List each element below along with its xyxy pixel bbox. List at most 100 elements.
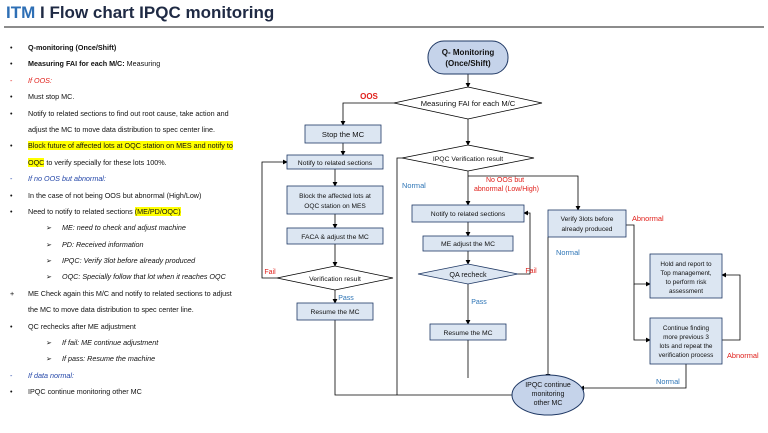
- bullet-item: • In the case of not being OOS but abnorm…: [10, 191, 282, 207]
- bullet-text: adjust the MC to move data distribution …: [28, 124, 215, 134]
- bullet-text: OQC: Specially follow that lot when it r…: [62, 272, 226, 282]
- resume-mid-label: Resume the MC: [443, 330, 492, 337]
- me-adjust-box: [422, 235, 514, 252]
- verify-3lots-line1: Verify 3lots before: [561, 216, 614, 223]
- bullet-text: Need to notify to related sections (ME/P…: [28, 206, 181, 216]
- bullet-item: •Block future of affected lots at OQC st…: [10, 141, 282, 157]
- bullet-text: ME: need to check and adjust machine: [62, 223, 186, 233]
- measure-decision-label: Measuring FAI for each M/C: [421, 99, 516, 108]
- bullet-marker: •: [10, 206, 13, 216]
- bullet-rest-text: Need to notify to related sections: [28, 206, 135, 216]
- bullet-marker: +: [10, 288, 15, 298]
- continue-finding-line4: verification process: [659, 352, 714, 359]
- bullet-item: ➢ PD: Received information: [10, 240, 282, 256]
- bullet-text: If pass: Resume the machine: [62, 354, 156, 364]
- fail-left-label: Fail: [264, 269, 276, 276]
- bullet-item: ➢ OQC: Specially follow that lot when it …: [10, 272, 282, 288]
- verify-3lots-box: [547, 209, 627, 238]
- bullet-item: •QC rechecks after ME adjustment: [10, 322, 282, 338]
- bullet-marker: ➢: [46, 239, 53, 249]
- title-text: Flow chart IPQC monitoring: [49, 3, 275, 22]
- stop-mc-box: [304, 124, 382, 144]
- bullet-text: Notify to related sections to find out r…: [28, 108, 229, 118]
- verification-left-label: Verification result: [309, 276, 361, 283]
- continue-finding-line3: lots and repeat the: [660, 343, 713, 350]
- resume-left-box: [296, 302, 374, 321]
- bullet-item: the MC to move data distribution to spec…: [10, 305, 282, 321]
- bullet-text: In the case of not being OOS but abnorma…: [28, 190, 202, 200]
- bullet-marker: -: [10, 75, 13, 85]
- bullet-text: PD: Received information: [62, 239, 144, 249]
- hold-report-line3: to perform risk: [666, 279, 708, 286]
- bullet-rest-text: to verify specially for these lots 100%.: [44, 157, 167, 167]
- page-title: ITM I Flow chart IPQC monitoring: [6, 3, 274, 23]
- bullet-marker: •: [10, 387, 13, 397]
- pass-mid-label: Pass: [471, 299, 487, 306]
- notify-mid-box: [411, 204, 525, 223]
- bullet-highlight-text: (ME/PD/OQC): [134, 206, 181, 216]
- bullet-marker: •: [10, 108, 13, 118]
- start-node-line1: Q- Monitoring: [442, 48, 495, 57]
- faca-label: FACA & adjust the MC: [301, 234, 369, 241]
- qa-recheck-decision: [417, 263, 519, 285]
- bullet-item: OQC to verify specially for these lots 1…: [10, 157, 282, 174]
- end-node: [511, 374, 585, 416]
- bullet-marker: ➢: [46, 338, 53, 348]
- resume-mid-box: [429, 323, 507, 341]
- bullet-text: IPQC: Verify 3lot before already produce…: [62, 256, 196, 266]
- brand-label: ITM: [6, 3, 36, 22]
- bullet-item: •Measuring FAI for each M/C: Measuring: [10, 59, 282, 75]
- bullet-text: If data normal:: [28, 370, 74, 380]
- stop-mc-label: Stop the MC: [322, 130, 365, 139]
- start-node: [427, 40, 509, 75]
- end-node-line1: IPQC continue: [525, 382, 571, 389]
- bullet-text: If OOS:: [28, 75, 52, 85]
- bullet-text: OQC to verify specially for these lots 1…: [28, 157, 167, 167]
- bullet-item: -If data normal:: [10, 371, 282, 387]
- continue-finding-box: [649, 317, 723, 365]
- bullet-text: Measuring FAI for each M/C: Measuring: [28, 59, 160, 68]
- bullet-marker: •: [10, 190, 13, 200]
- bullet-item: • IPQC continue monitoring other MC: [10, 387, 282, 403]
- bullet-item: ➢ If fail: ME continue adjustment: [10, 338, 282, 354]
- bullet-marker: ➢: [46, 223, 53, 233]
- block-lots-line1: Block the affected lots at: [299, 193, 371, 200]
- bullet-text: Q-monitoring (Once/Shift): [28, 43, 117, 52]
- end-node-line3: other MC: [534, 400, 563, 407]
- bullet-marker: -: [10, 174, 13, 184]
- fail-mid-label: Fail: [525, 268, 537, 275]
- bullet-item: • Notify to related sections to find out …: [10, 109, 282, 125]
- bullet-text: Must stop MC.: [28, 92, 75, 102]
- ipqc-verification-decision: [401, 144, 535, 172]
- abnormal-right-label1: Abnormal: [632, 214, 664, 223]
- normal-right-label: Normal: [656, 377, 680, 386]
- bullet-marker: ➢: [46, 272, 53, 282]
- title-divider: [4, 26, 764, 28]
- block-lots-line2: OQC station on MES: [304, 203, 366, 210]
- verification-left-decision: [276, 265, 394, 291]
- bullet-item: + ME Check again this M/C and notify to r…: [10, 289, 282, 305]
- bullet-item: ➢ IPQC: Verify 3lot before already produc…: [10, 256, 282, 272]
- verify-3lots-line2: already produced: [562, 226, 613, 233]
- hold-report-line2: Top management,: [660, 270, 711, 277]
- bullet-highlight-text: OQC: [28, 157, 45, 167]
- faca-box: [286, 227, 384, 245]
- bullet-marker: ➢: [46, 256, 53, 266]
- bullet-list: •Q-monitoring (Once/Shift)•Measuring FAI…: [10, 43, 282, 404]
- qa-recheck-label: QA recheck: [449, 270, 487, 279]
- oos-label: OOS: [360, 92, 378, 101]
- bullet-item: ➢ ME: need to check and adjust machine: [10, 223, 282, 239]
- block-lots-box: [286, 185, 384, 215]
- resume-left-label: Resume the MC: [310, 309, 359, 316]
- abnormal-branch-line2: abnormal (Low/High): [474, 186, 539, 193]
- bullet-text: IPQC continue monitoring other MC: [28, 387, 142, 397]
- continue-finding-line2: more previous 3: [663, 334, 709, 341]
- notify-left-box: [286, 154, 384, 170]
- bullet-text: ME Check again this M/C and notify to re…: [28, 288, 232, 298]
- hold-report-line1: Hold and report to: [660, 261, 712, 268]
- bullet-text: the MC to move data distribution to spec…: [28, 305, 194, 315]
- notify-mid-label: Notify to related sections: [431, 211, 506, 218]
- bullet-item: •Must stop MC.: [10, 92, 282, 108]
- bullet-text: If fail: ME continue adjustment: [62, 338, 159, 348]
